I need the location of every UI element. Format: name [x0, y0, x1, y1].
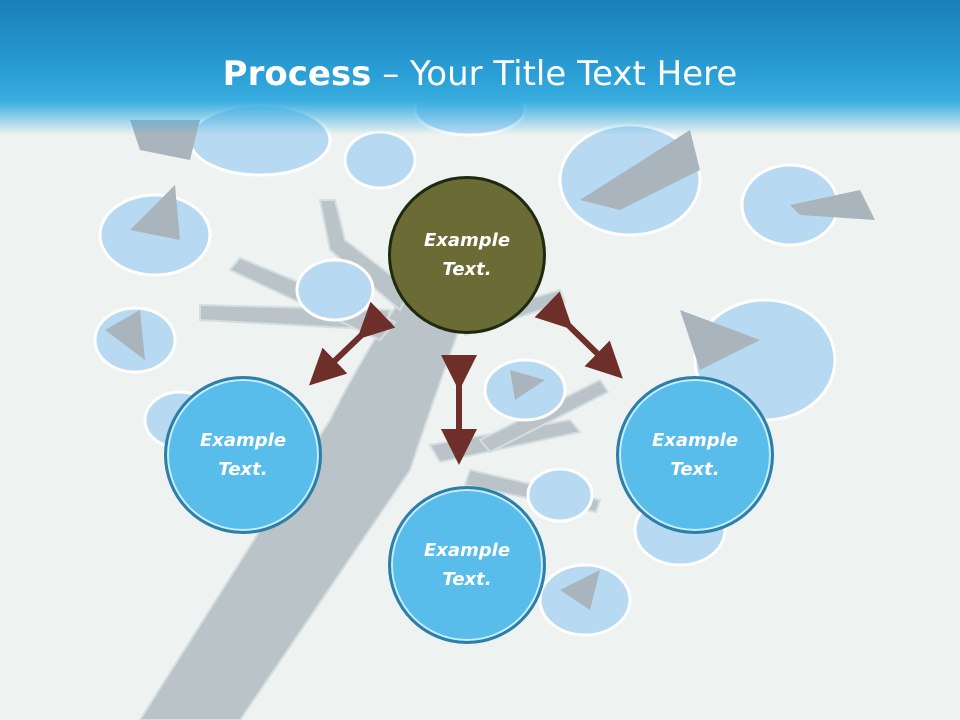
- title-rest: Your Title Text Here: [410, 54, 738, 94]
- arrow-top-right: [534, 291, 623, 379]
- node-top-line1: Example: [423, 230, 511, 251]
- node-left-line2: Text.: [218, 459, 268, 480]
- arrow-top-left: [309, 301, 396, 386]
- title-separator: –: [371, 54, 411, 94]
- node-bottom-line2: Text.: [442, 569, 492, 590]
- page-title: Process – Your Title Text Here: [0, 52, 960, 96]
- title-bar: [0, 0, 960, 135]
- node-right-line1: Example: [651, 430, 739, 451]
- node-bottom-line1: Example: [423, 540, 511, 561]
- node-top-line2: Text.: [442, 259, 492, 280]
- title-bold: Process: [222, 54, 372, 94]
- node-right-line2: Text.: [670, 459, 720, 480]
- node-left-line1: Example: [199, 430, 287, 451]
